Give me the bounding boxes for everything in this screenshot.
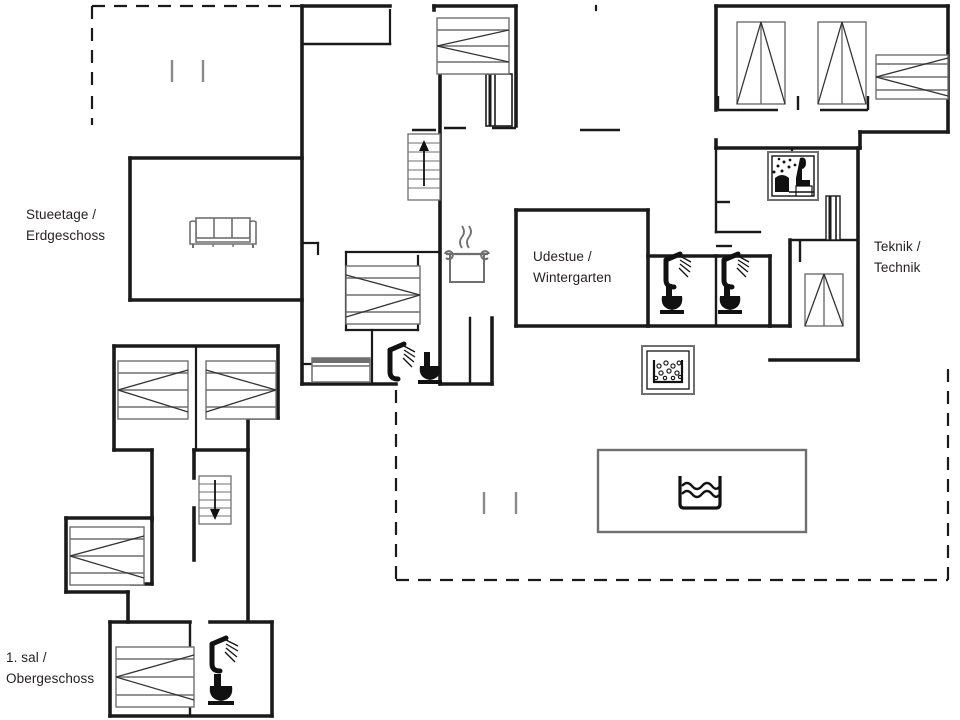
bathroom-group-3: [718, 251, 750, 314]
swimming-pool-area: [596, 448, 808, 534]
bed-teknik-side: [804, 273, 844, 327]
sauna-icon: [767, 151, 819, 201]
bed-top-center: [436, 17, 510, 75]
upper-floor-label: 1. sal / Obergeschoss: [6, 650, 95, 686]
ground-floor-label: Stueetage / Erdgeschoss: [26, 207, 106, 243]
bed-top-right-3: [875, 54, 949, 100]
terrace-outline-top-left: [90, 4, 300, 125]
bed-upper-left-2: [205, 360, 277, 420]
toilet-icon-2: [660, 284, 684, 314]
bed-center-left: [345, 265, 421, 325]
whirlpool-icon: [641, 345, 695, 395]
wardrobe-top: [485, 73, 513, 127]
bed-upper-left-1: [117, 360, 189, 420]
technical-room-label: Teknik / Technik: [874, 239, 921, 275]
toilet-icon-1: [418, 352, 442, 384]
bed-upper-left-3: [69, 526, 145, 586]
sofa-icon: [189, 217, 257, 248]
sideboard-icon: [311, 357, 371, 383]
shower-icon-2: [663, 251, 692, 290]
bed-top-right-2: [817, 21, 867, 105]
terrace-markers: [170, 60, 518, 514]
wardrobe-teknik: [825, 195, 841, 241]
bed-top-right-1: [736, 21, 786, 105]
shower-icon-4: [209, 635, 239, 674]
bathroom-group-4: [208, 635, 239, 705]
bathroom-group-2: [660, 251, 692, 314]
shower-icon-3: [721, 251, 750, 290]
bathroom-group-1: [387, 341, 442, 384]
shower-icon-1: [387, 341, 416, 382]
upper-floor-walls: [64, 344, 280, 718]
bed-upper-bottom: [115, 646, 195, 708]
terrace-outline-bottom: [394, 360, 950, 582]
stairs-up-icon: [407, 133, 441, 201]
swimming-pool-icon: [678, 476, 722, 510]
stairs-down-icon: [198, 475, 232, 525]
wintergarden-label: Udestue / Wintergarten: [533, 249, 612, 285]
toilet-icon-4: [208, 674, 234, 705]
cooking-pot-icon: [444, 225, 490, 283]
upper-floor-partitions: [126, 344, 198, 602]
toilet-icon-3: [718, 284, 742, 314]
ground-floor-walls: [128, 4, 950, 386]
